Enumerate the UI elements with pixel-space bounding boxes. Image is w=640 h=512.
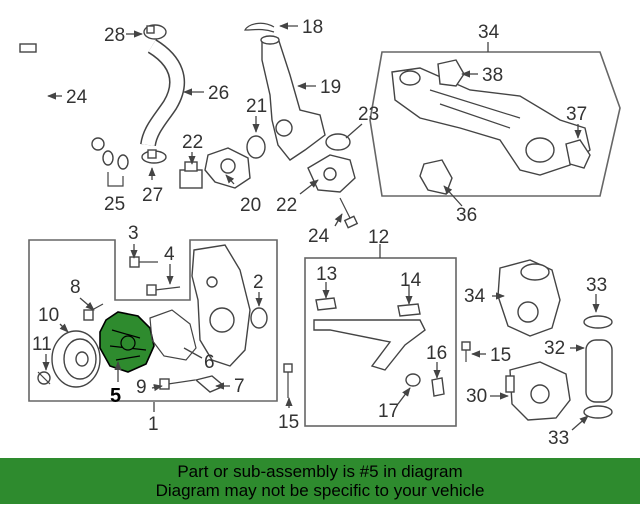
- group-box-1: [28, 239, 278, 402]
- callout-38: 38: [482, 65, 503, 86]
- callout-5-highlighted: 5: [110, 385, 121, 407]
- part-4-bolt: [146, 284, 181, 296]
- part-33-clamp-top: [583, 315, 613, 329]
- callout-11: 11: [32, 334, 52, 355]
- part-23-outlet: [307, 154, 356, 193]
- callout-29: 27: [142, 185, 163, 206]
- callout-34: 34: [464, 286, 486, 307]
- part-3-bolt: [129, 256, 158, 268]
- part-5-water-pump: [99, 311, 155, 373]
- callout-10: 10: [38, 305, 59, 326]
- callout-33-top: 33: [586, 275, 607, 296]
- part-13-gasket: [315, 297, 337, 311]
- part-37-gasket: [565, 139, 591, 169]
- part-14-gasket: [397, 303, 421, 317]
- callout-20: 20: [240, 195, 261, 216]
- callout-26: 24: [66, 87, 88, 108]
- callout-19: 18: [302, 17, 323, 38]
- callout-22: 22: [182, 132, 203, 153]
- part-2-seal: [250, 307, 268, 329]
- part-22-sensor: [179, 161, 203, 189]
- banner-line-1: Part or sub-assembly is #5 in diagram: [177, 462, 463, 481]
- info-banner: Part or sub-assembly is #5 in diagram Di…: [0, 458, 640, 504]
- part-30-clamp: [143, 24, 167, 40]
- parts-diagram: 28 18 34 24 26 19 38 21 23 37 22 25 27 2…: [19, 17, 621, 449]
- part-27-seals: [102, 150, 129, 187]
- callout-7: 7: [234, 376, 245, 397]
- part-6-gasket: [149, 309, 197, 361]
- callout-4: 4: [164, 244, 175, 265]
- part-32-hose: [585, 339, 613, 403]
- banner-line-2: Diagram may not be specific to your vehi…: [155, 481, 485, 500]
- callout-13: 13: [316, 264, 337, 285]
- callout-18: 19: [320, 77, 341, 98]
- callout-25: 24: [308, 226, 330, 247]
- part-38-gasket: [437, 59, 465, 87]
- part-28-hose: [140, 39, 186, 147]
- callout-2: 2: [253, 272, 264, 293]
- part-15-bolt-lower: [283, 363, 293, 398]
- part-35-assembly: [391, 67, 591, 176]
- part-9-bolt: [159, 378, 196, 390]
- callout-labels: 28 18 34 24 26 19 38 21 23 37 22 25 27 2…: [32, 17, 607, 449]
- callout-8: 8: [70, 277, 81, 298]
- part-33-clamp-bottom: [583, 405, 613, 419]
- callout-15-right: 15: [490, 345, 511, 366]
- part-20-valve: [204, 147, 251, 189]
- callout-30: 28: [104, 25, 125, 46]
- callout-23: 22: [276, 195, 297, 216]
- callout-12: 12: [368, 227, 389, 248]
- callout-31: 30: [466, 386, 487, 407]
- part-18-housing: [260, 35, 326, 161]
- part-8-bolt: [83, 303, 104, 321]
- callout-27: 25: [104, 194, 125, 215]
- part-21-o-ring: [246, 135, 266, 159]
- part-10-pulley: [51, 330, 101, 388]
- part-12-pipe-assembly: [313, 319, 426, 371]
- part-34-housing: [497, 259, 561, 337]
- part-11-bolt: [37, 371, 51, 385]
- group-box-35: [369, 51, 621, 197]
- part-24-gasket: [325, 133, 351, 151]
- part-19-clip: [244, 22, 275, 33]
- callout-9: 9: [136, 377, 147, 398]
- callout-15-lower: 15: [278, 412, 299, 433]
- leader-lines: [42, 22, 600, 431]
- callout-32: 32: [544, 338, 565, 359]
- part-15-bolt-right: [461, 341, 471, 362]
- part-29-clamp: [141, 149, 167, 164]
- part-front-cover: [191, 244, 251, 367]
- callout-36: 36: [456, 205, 477, 226]
- callout-37: 37: [566, 104, 587, 125]
- part-16-sensor: [431, 377, 445, 397]
- callout-14: 14: [400, 270, 422, 291]
- callout-3: 3: [128, 223, 139, 244]
- callout-1: 1: [148, 414, 159, 435]
- callout-24: 23: [358, 104, 379, 125]
- part-31-housing: [505, 361, 571, 421]
- part-25-bolt: [339, 197, 359, 229]
- callout-6: 6: [204, 352, 215, 373]
- callout-28: 26: [208, 83, 229, 104]
- callout-33-bottom: 33: [548, 428, 569, 449]
- part-26-hose-pipe: [19, 43, 105, 151]
- part-7-gasket: [194, 375, 226, 393]
- callout-17: 17: [378, 401, 399, 422]
- callout-35: 34: [478, 22, 500, 43]
- callout-16: 16: [426, 343, 447, 364]
- callout-21: 21: [246, 96, 267, 117]
- part-17-washer: [405, 373, 421, 387]
